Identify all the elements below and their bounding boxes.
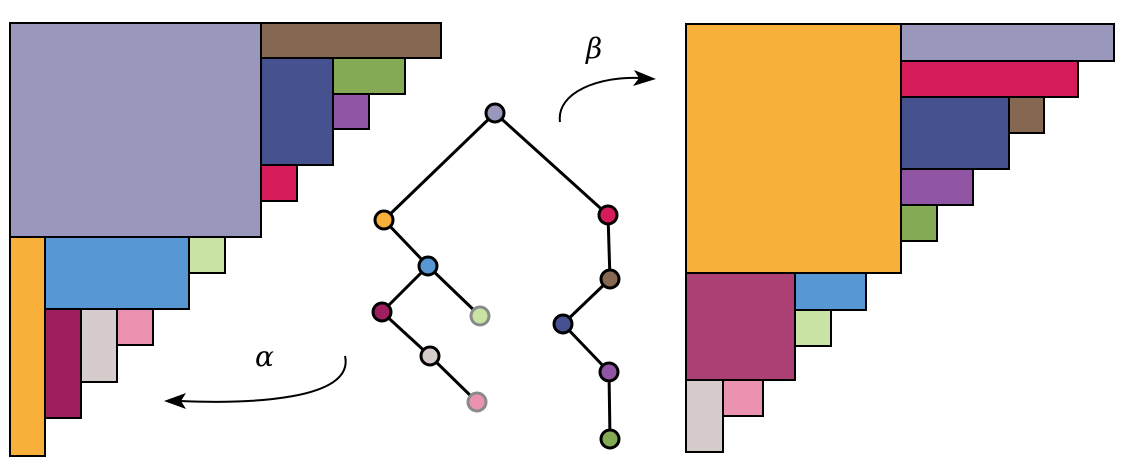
tree-nodes: [371, 102, 621, 450]
tree-edges: [380, 111, 612, 441]
tree-edge: [561, 277, 612, 326]
tree-node: [552, 313, 574, 335]
block-rose: [685, 272, 796, 381]
block-pink: [116, 308, 154, 346]
right-partition-diagram: [685, 23, 1115, 453]
arrow-beta-head: [633, 70, 656, 86]
tree-edge: [493, 111, 610, 217]
tree-node: [599, 428, 621, 450]
alpha-label: α: [255, 340, 274, 373]
tree-node-faded: [466, 391, 488, 413]
tree-node: [597, 204, 619, 226]
arrow-alpha-head: [164, 393, 186, 409]
tree-edge: [380, 264, 430, 314]
block-pink: [722, 379, 764, 417]
block-crimson: [260, 164, 298, 202]
arrow-alpha: α: [164, 340, 347, 409]
block-brown: [1008, 96, 1045, 134]
block-lightgreen: [794, 309, 832, 347]
block-lavender: [900, 23, 1115, 62]
block-green: [332, 57, 406, 95]
beta-label: β: [585, 32, 602, 65]
block-orange-tall: [9, 236, 46, 457]
tree-edge: [561, 322, 611, 374]
arrow-beta: β: [558, 32, 656, 123]
block-gray: [685, 379, 724, 453]
binary-tree: [371, 102, 621, 450]
block-lightgreen: [188, 236, 226, 274]
tree-edge: [606, 213, 612, 281]
tree-node: [371, 301, 393, 323]
arrow-beta-curve: [558, 76, 641, 123]
tree-node: [599, 268, 621, 290]
tree-node-root: [484, 102, 506, 124]
block-navy: [900, 96, 1010, 170]
left-partition-diagram: [9, 22, 442, 457]
tree-node: [417, 255, 439, 277]
tree-edge: [382, 111, 497, 222]
arrow-alpha-curve: [179, 355, 347, 403]
block-purple: [332, 93, 370, 130]
block-navy: [260, 57, 334, 166]
block-purple: [900, 168, 974, 206]
block-blue: [44, 236, 190, 310]
tree-edge: [380, 310, 432, 358]
tree-edge: [607, 370, 612, 441]
tree-node: [419, 345, 441, 367]
block-brown: [260, 22, 442, 59]
block-lavender-large: [9, 22, 262, 238]
tree-edge: [428, 354, 479, 404]
block-orange-large: [685, 23, 902, 274]
tree-node-faded: [469, 305, 491, 327]
block-blue: [794, 272, 867, 311]
tree-node: [373, 209, 395, 231]
block-green: [900, 204, 938, 242]
block-gray: [80, 308, 118, 383]
block-maroon: [44, 308, 82, 419]
block-crimson: [900, 60, 1079, 98]
tree-edge: [382, 218, 430, 268]
tree-node: [598, 361, 620, 383]
tree-edge: [426, 264, 482, 318]
